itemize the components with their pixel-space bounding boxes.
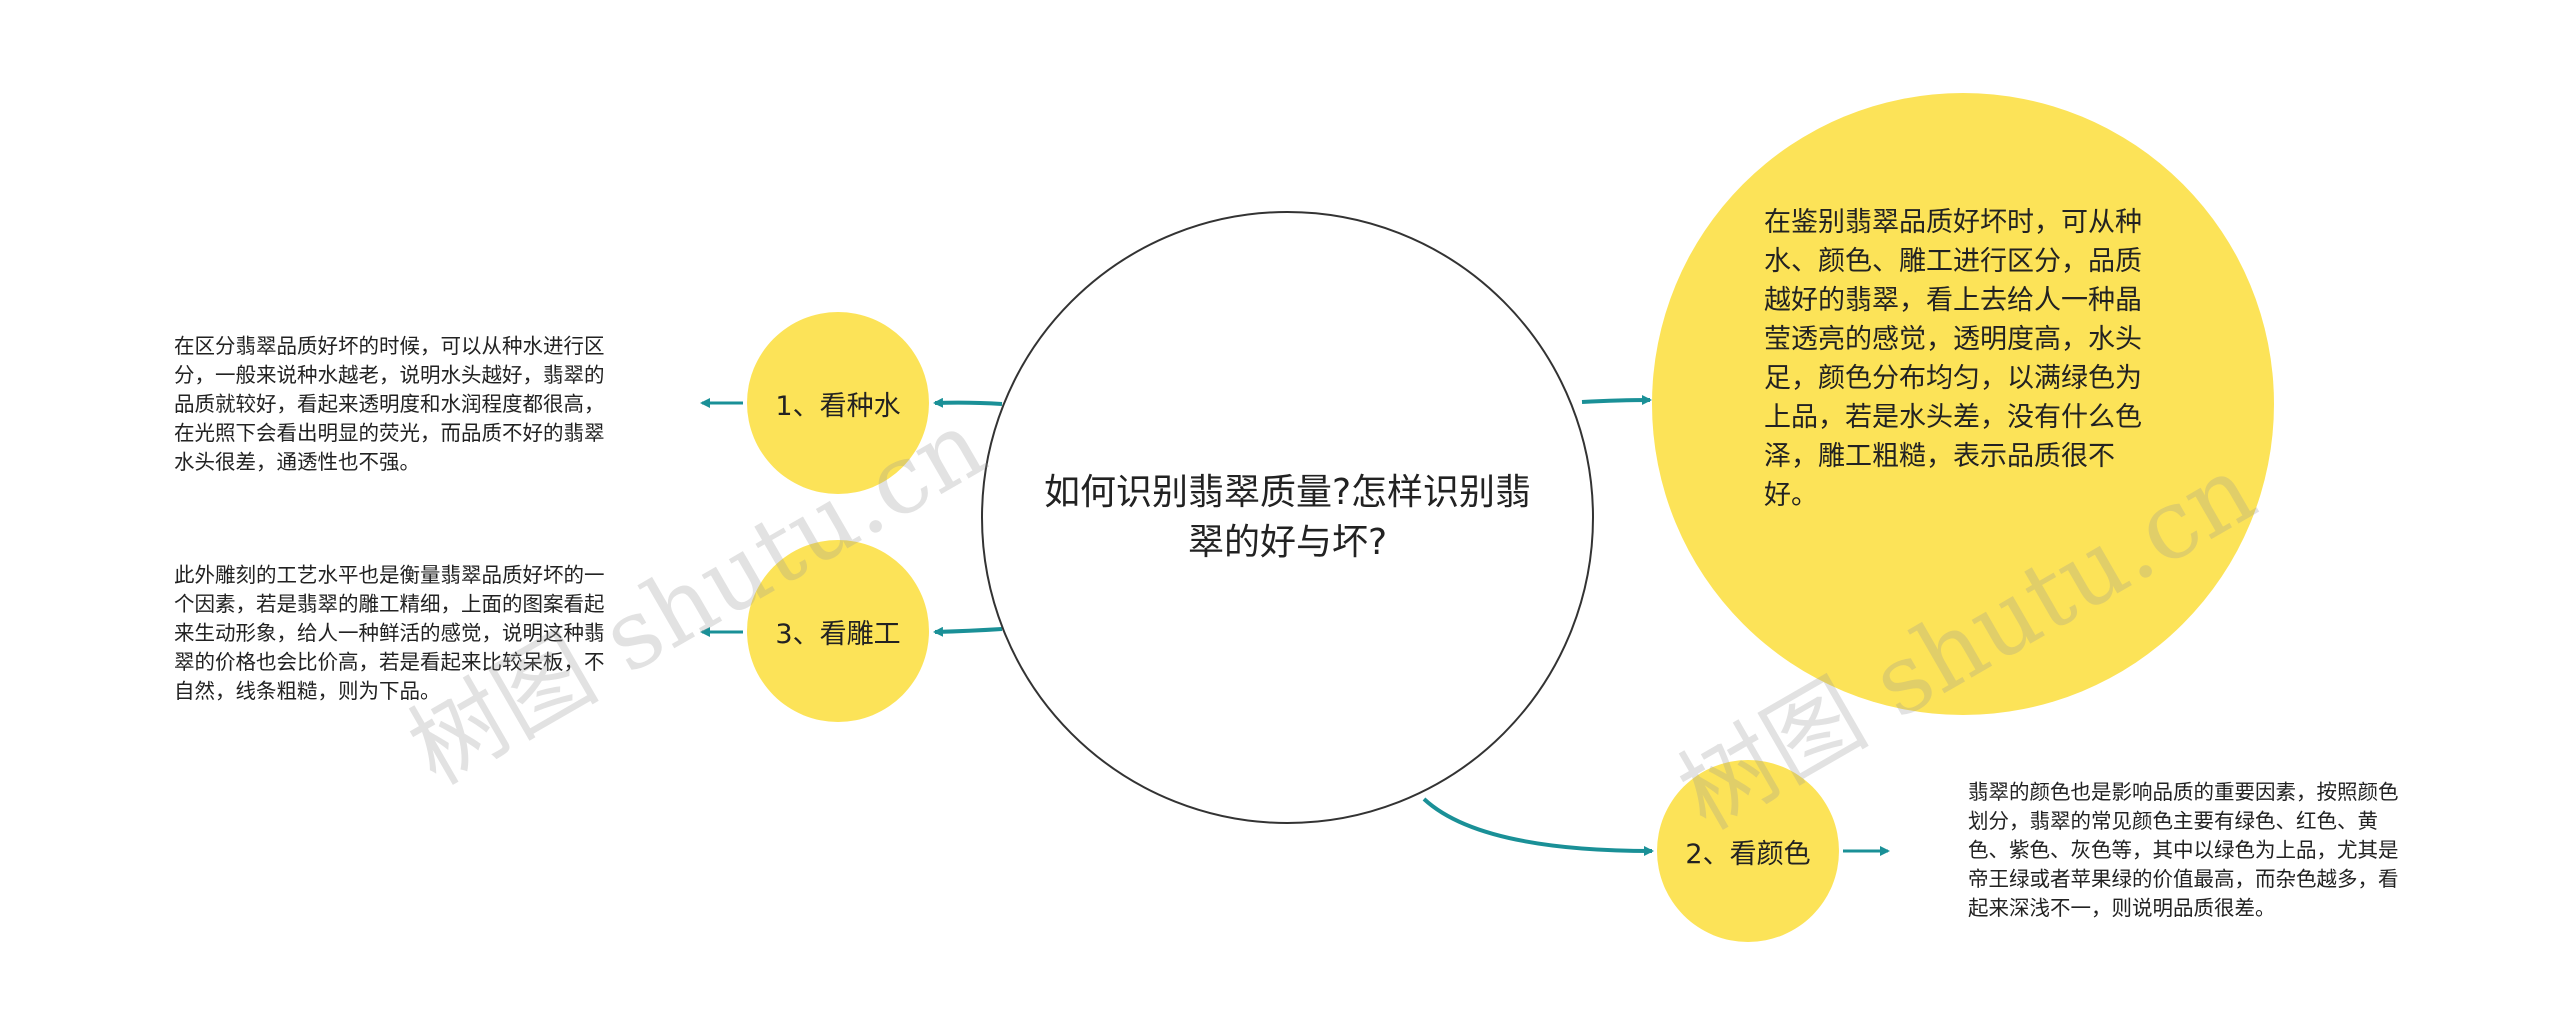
summary-text: 在鉴别翡翠品质好坏时，可从种水、颜色、雕工进行区分，品质越好的翡翠，看上去给人一…	[1764, 207, 2142, 511]
branch-label-2: 2、看颜色	[1685, 838, 1811, 870]
branch-node-2[interactable]: 2、看颜色	[1657, 760, 1839, 942]
branch-note-3: 此外雕刻的工艺水平也是衡量翡翠品质好坏的一个因素，若是翡翠的雕工精细，上面的图案…	[174, 563, 605, 703]
branch-node-1[interactable]: 1、看种水	[747, 312, 929, 494]
branch-note-1: 在区分翡翠品质好坏的时候，可以从种水进行区分，一般来说种水越老，说明水头越好，翡…	[174, 334, 605, 474]
central-topic-label: 如何识别翡翠质量?怎样识别翡翠的好与坏?	[1043, 471, 1532, 563]
connector-central-to-branch-1	[933, 397, 1003, 408]
connector-central-to-branch-3	[933, 626, 1003, 637]
branch-label-1: 1、看种水	[775, 390, 901, 422]
summary-node[interactable]: 在鉴别翡翠品质好坏时，可从种水、颜色、雕工进行区分，品质越好的翡翠，看上去给人一…	[1652, 93, 2274, 715]
central-topic-node[interactable]: 如何识别翡翠质量?怎样识别翡翠的好与坏?	[981, 211, 1594, 824]
connector-central-to-branch-2	[1422, 797, 1654, 856]
branch-note-2: 翡翠的颜色也是影响品质的重要因素，按照颜色划分，翡翠的常见颜色主要有绿色、红色、…	[1968, 780, 2399, 920]
branch-node-3[interactable]: 3、看雕工	[747, 540, 929, 722]
branch-label-3: 3、看雕工	[775, 618, 901, 650]
connector-central-to-summary	[1581, 395, 1652, 406]
